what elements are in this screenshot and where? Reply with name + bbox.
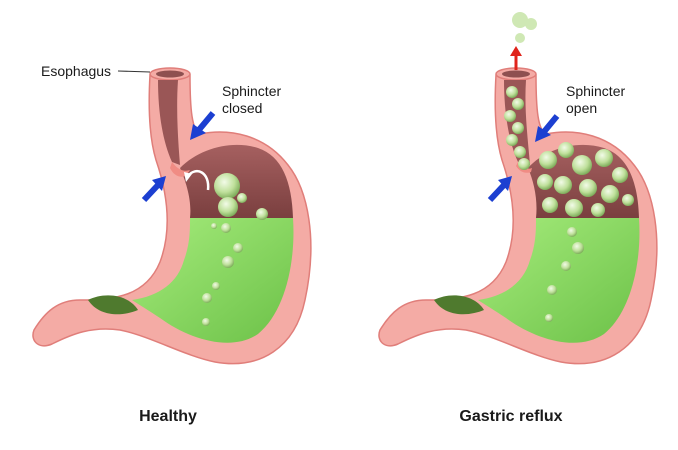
bubble	[202, 293, 212, 303]
bubble	[512, 122, 524, 134]
bubble	[572, 242, 584, 254]
bubble	[545, 314, 553, 322]
bubble	[512, 98, 524, 110]
bubble	[547, 285, 557, 295]
pointer-arrow-icon	[535, 114, 560, 142]
bubble	[515, 33, 525, 43]
bubble	[233, 243, 243, 253]
panel-healthy: Esophagus Sphincter closed Healthy	[32, 63, 312, 425]
bubble	[218, 197, 238, 217]
pointer-arrow-icon	[141, 176, 166, 203]
bubble	[567, 227, 577, 237]
bubble	[221, 223, 231, 233]
duodenum-opening	[88, 295, 138, 315]
gas-bubbles	[202, 173, 268, 326]
sphincter-label-line1: Sphincter	[222, 83, 281, 99]
bubble	[214, 173, 240, 199]
bubble	[622, 194, 634, 206]
escaping-bubbles	[512, 12, 537, 43]
duodenum-opening	[434, 295, 484, 315]
bubble	[512, 12, 528, 28]
panel-caption-reflux: Gastric reflux	[459, 408, 562, 425]
bubble	[554, 176, 572, 194]
panel-reflux: Sphincter open Gastric reflux	[378, 12, 658, 425]
sphincter-label-line2: closed	[222, 100, 262, 116]
bubble	[572, 155, 592, 175]
sphincter-label-line2: open	[566, 100, 597, 116]
bubble	[601, 185, 619, 203]
bubble	[591, 203, 605, 217]
bubble	[222, 256, 234, 268]
bubble	[539, 151, 557, 169]
esophagus-label: Esophagus	[41, 63, 111, 79]
reflux-arrow-icon	[510, 46, 522, 70]
panel-caption-healthy: Healthy	[139, 408, 197, 425]
bubble	[506, 134, 518, 146]
bubble	[504, 110, 516, 122]
esophagus-channel	[158, 80, 180, 165]
bubble	[518, 158, 530, 170]
bubble	[237, 193, 247, 203]
bubble	[256, 208, 268, 220]
bubble	[558, 142, 574, 158]
bubble	[525, 18, 537, 30]
reflux-bubbles	[504, 86, 634, 322]
bubble	[506, 86, 518, 98]
bubble	[595, 149, 613, 167]
bubble	[565, 199, 583, 217]
pointer-arrow-icon	[487, 176, 512, 203]
bubble	[579, 179, 597, 197]
bubble	[202, 318, 210, 326]
sphincter-label-line1: Sphincter	[566, 83, 625, 99]
bubble	[542, 197, 558, 213]
esophagus-leader-line	[117, 70, 151, 73]
pointer-arrow-icon	[190, 111, 216, 140]
stomach-acid	[132, 218, 294, 343]
bubble	[537, 174, 553, 190]
stomach-acid	[478, 218, 640, 343]
bubble	[211, 223, 217, 229]
bubble	[514, 146, 526, 158]
bubble	[212, 282, 220, 290]
bubble	[612, 167, 628, 183]
bubble	[561, 261, 571, 271]
